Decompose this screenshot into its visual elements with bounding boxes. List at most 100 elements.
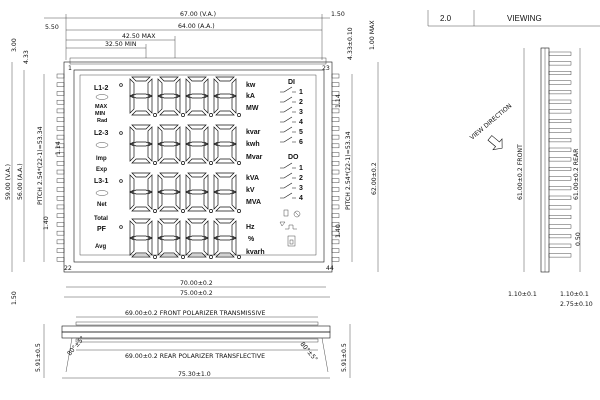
pin-right — [331, 82, 340, 87]
side-pin — [548, 205, 572, 210]
side-pin — [548, 80, 572, 85]
seven-segment-digit — [185, 76, 213, 117]
pin-left — [56, 239, 65, 245]
pin-left — [56, 99, 65, 105]
left-indicators: L1-2 MAX MIN Rad L2-3 Imp Exp L3-1 Net T… — [94, 85, 109, 250]
pin-right — [331, 169, 340, 175]
dim-va-width: 67.00 (V.A.) — [180, 11, 216, 18]
do-switch-icon — [280, 172, 296, 179]
seven-segment-digit — [213, 172, 241, 213]
front-glass — [61, 325, 331, 333]
seven-segment-digit — [213, 124, 241, 165]
unit-percent: % — [248, 236, 255, 243]
side-pin — [548, 214, 572, 219]
di-switch-icon-num: 4 — [299, 119, 303, 126]
di-switch-icon-num: 5 — [299, 129, 303, 136]
decimal-point — [209, 161, 213, 165]
dim-va-height: 59.00 (V.A.) — [5, 164, 12, 200]
right-dimensions: 62.00±0.2 PITCH 2.54*(22-1)=53.34 1.00 M… — [335, 20, 379, 272]
dim-left-b: 4.33 — [23, 50, 30, 64]
pin-left — [56, 178, 65, 183]
status-icons — [279, 209, 301, 247]
pin-right — [331, 222, 340, 227]
title-block: 2.0 VIEWING — [427, 10, 600, 27]
dim-max: 42.50 MAX — [122, 33, 156, 40]
ind-imp: Imp — [96, 156, 107, 162]
pin-left — [56, 134, 65, 140]
pin-left — [56, 91, 65, 96]
ind-avg: Avg — [95, 244, 106, 250]
pin-right — [331, 99, 340, 105]
dim-min: 32.50 MIN — [105, 41, 137, 48]
unit-kv: kV — [246, 187, 255, 194]
side-pin — [548, 147, 572, 152]
do-switch-icon-num: 1 — [299, 165, 303, 172]
rev-label: 2.0 — [440, 14, 452, 23]
side-dim-b3: 2.75±0.10 — [560, 301, 593, 308]
side-pins — [548, 51, 572, 258]
di-switch-icon — [280, 96, 296, 103]
decimal-point — [209, 113, 213, 117]
side-pin — [548, 109, 572, 114]
minus-dot — [119, 131, 123, 135]
bottom-dimensions: 70.00±0.2 75.00±0.2 — [64, 280, 330, 298]
do-switch-icon — [280, 162, 296, 169]
di-title: DI — [288, 79, 295, 86]
pin-right — [331, 108, 340, 114]
pin-right — [331, 196, 340, 201]
pin-right — [331, 143, 340, 149]
unit-kw: kw — [246, 82, 256, 89]
side-front-dim: 61.00±0.2 FRONT — [517, 144, 524, 200]
seven-segment-digit — [185, 218, 213, 259]
side-dim-b1: 1.10±0.1 — [508, 291, 537, 298]
side-pin — [548, 243, 572, 248]
unit-mw: MW — [246, 105, 259, 112]
dim-pitch-right: PITCH 2.54*(22-1)=53.34 — [345, 131, 352, 210]
dim-right-d: 1.40 — [335, 224, 342, 238]
side-pin — [548, 186, 572, 191]
seven-segment-digit — [213, 76, 241, 117]
view-direction-arrow-icon — [487, 135, 503, 151]
do-title: DO — [288, 154, 299, 161]
pin-right — [331, 257, 340, 262]
ind-oval-2 — [95, 142, 109, 148]
decimal-point — [181, 113, 185, 117]
seven-segment-digit — [129, 124, 157, 165]
seven-segment-digit — [185, 172, 213, 213]
dim-aa-height: 56.00 (A.A.) — [17, 163, 24, 200]
side-pin — [548, 90, 572, 95]
decimal-point — [181, 255, 185, 259]
ind-total: Total — [94, 216, 108, 222]
side-pin — [548, 51, 572, 56]
ind-l31: L3-1 — [94, 178, 109, 185]
minus-dot — [119, 179, 123, 183]
side-pin — [548, 234, 572, 239]
unit-mvar: Mvar — [246, 154, 263, 161]
pin-right — [331, 117, 340, 122]
dim-left-a: 3.00 — [11, 38, 18, 52]
dim-right-a: 1.00 MAX — [369, 20, 376, 50]
seven-segment-digit — [129, 172, 157, 213]
prohibit-icon — [293, 210, 301, 218]
section-pin-right — [321, 337, 329, 373]
side-pin-dim: 0.50 — [575, 232, 582, 246]
decimal-point — [181, 161, 185, 165]
pin-right — [331, 239, 340, 245]
pin-left — [56, 143, 65, 149]
side-pin — [548, 157, 572, 162]
unit-kvar: kvar — [246, 129, 261, 136]
seven-segment-digit — [213, 218, 241, 259]
side-rear-dim: 61.00±0.2 REAR — [573, 148, 580, 200]
pin-right — [331, 73, 340, 79]
ind-oval-1 — [95, 94, 109, 100]
side-view: 61.00±0.2 FRONT 61.00±0.2 REAR 0.50 1.10… — [469, 47, 593, 308]
dim-left-c: 1.14 — [55, 141, 62, 155]
side-pin — [548, 118, 572, 123]
front-view — [63, 57, 333, 273]
pulse-icon — [285, 224, 297, 230]
dim-right-offset: 1.50 — [331, 11, 345, 18]
ind-min: MIN — [95, 111, 105, 117]
rear-glass — [61, 331, 331, 339]
ind-l23: L2-3 — [94, 130, 109, 137]
